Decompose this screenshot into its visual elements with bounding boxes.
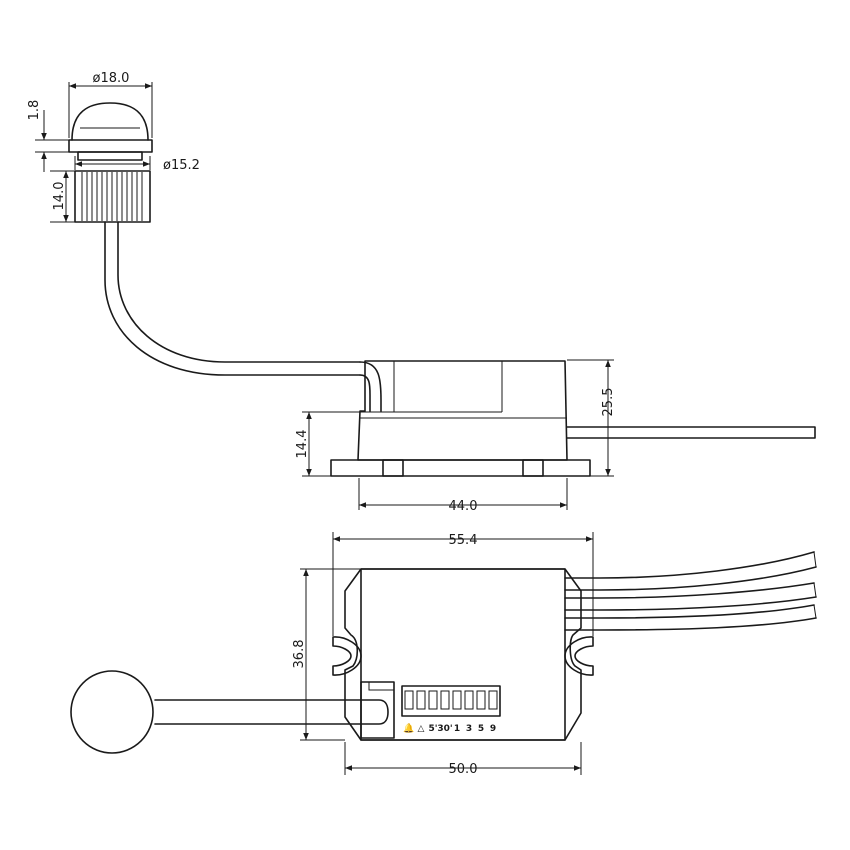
side-dimensions: 25.5 14.4 44.0 <box>295 359 616 514</box>
wire-1 <box>564 551 817 591</box>
dip-label: 🔔 <box>403 723 414 734</box>
dip-label: 5' <box>428 724 437 734</box>
sensor-dome <box>71 102 149 141</box>
dim-dome-height: 1.8 <box>27 100 42 121</box>
flange-step <box>77 151 143 161</box>
module-outline <box>344 568 582 741</box>
module-side-view <box>330 360 816 477</box>
top-dimensions: 55.4 36.8 50.0 <box>292 532 594 777</box>
foot-tab-right <box>522 459 544 477</box>
cable-gland <box>360 681 395 739</box>
module-housing <box>360 568 566 741</box>
dip-label: △ <box>418 724 425 734</box>
dim-top-width: 55.4 <box>449 533 478 548</box>
cable-entry-bend <box>359 361 382 412</box>
mount-slot-left <box>332 636 362 676</box>
dim-top-width-bottom: 50.0 <box>449 762 478 777</box>
dim-top-depth: 36.8 <box>292 640 307 669</box>
remote-sensor-disc <box>70 670 154 754</box>
top-sensor-cable <box>154 699 389 725</box>
dip-label: 5 <box>478 724 484 734</box>
sensor-cable <box>104 221 361 376</box>
dip-label: 30' <box>437 724 452 734</box>
mount-slot-right <box>564 636 594 676</box>
wire-3 <box>564 604 817 631</box>
dim-body-width: 44.0 <box>449 499 478 514</box>
sensor-dimensions: ø18.0 1.8 ø15.2 14.0 <box>27 71 200 223</box>
sensor-flange <box>68 139 153 153</box>
module-body <box>357 360 568 461</box>
dim-thread-diameter: ø15.2 <box>163 158 200 173</box>
cable-gland-inner <box>368 682 394 691</box>
dim-body-height: 25.5 <box>601 388 616 417</box>
dim-dome-diameter: ø18.0 <box>93 71 130 86</box>
dim-sensor-height: 14.0 <box>52 182 67 211</box>
dip-label: 1 <box>454 724 460 734</box>
side-output-cable <box>566 426 816 439</box>
wire-2 <box>564 582 817 611</box>
dip-label: 3 <box>466 724 472 734</box>
wire-ends <box>813 551 817 619</box>
sensor-thread <box>74 170 151 223</box>
sensor-head-side-view <box>68 102 153 223</box>
foot-tab-left <box>382 459 404 477</box>
dim-lower-height: 14.4 <box>295 430 310 459</box>
side-panel-line <box>393 361 503 412</box>
mounting-foot <box>330 459 591 477</box>
dip-label: 9 <box>490 724 496 734</box>
